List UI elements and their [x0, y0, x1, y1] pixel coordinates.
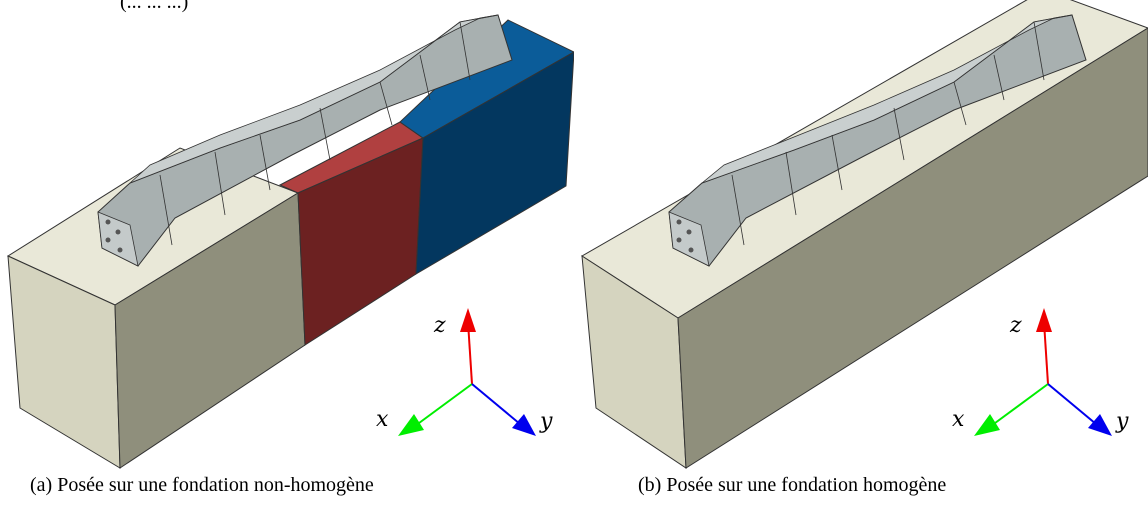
caption-panel-b: (b) Posée sur une fondation homogène	[638, 474, 947, 496]
y-axis-label: y	[1115, 409, 1129, 434]
z-axis-arrow	[1036, 308, 1052, 332]
sleeper	[668, 14, 1087, 267]
caption-panel-a: (a) Posée sur une fondation non-homogène	[30, 474, 374, 496]
x-axis-arrow	[398, 414, 424, 436]
axes-triad: z x y	[952, 308, 1129, 436]
foundation-middle-block	[278, 121, 425, 346]
z-axis-arrow	[460, 308, 476, 332]
panel-b-homogeneous: z x y (b) Posée sur une fondation homogè…	[574, 0, 1148, 518]
panel-a-nonhomogeneous: z x y (a) Posée sur une fondation non-ho…	[6, 14, 574, 496]
sleeper	[97, 14, 513, 267]
panel-a-illustration: z x y	[6, 14, 574, 469]
x-axis-label: x	[376, 407, 389, 432]
y-axis-arrow	[512, 414, 536, 436]
y-axis-arrow	[1088, 414, 1112, 436]
x-axis-arrow	[974, 414, 1000, 436]
header-fragment: (... ... ...)	[120, 0, 189, 13]
z-axis-label: z	[433, 313, 446, 338]
axes-triad: z x y	[376, 308, 553, 436]
z-axis-label: z	[1009, 313, 1022, 338]
y-axis-label: y	[539, 409, 553, 434]
panel-b-illustration: z x y	[581, 0, 1148, 469]
x-axis-label: x	[952, 407, 965, 432]
